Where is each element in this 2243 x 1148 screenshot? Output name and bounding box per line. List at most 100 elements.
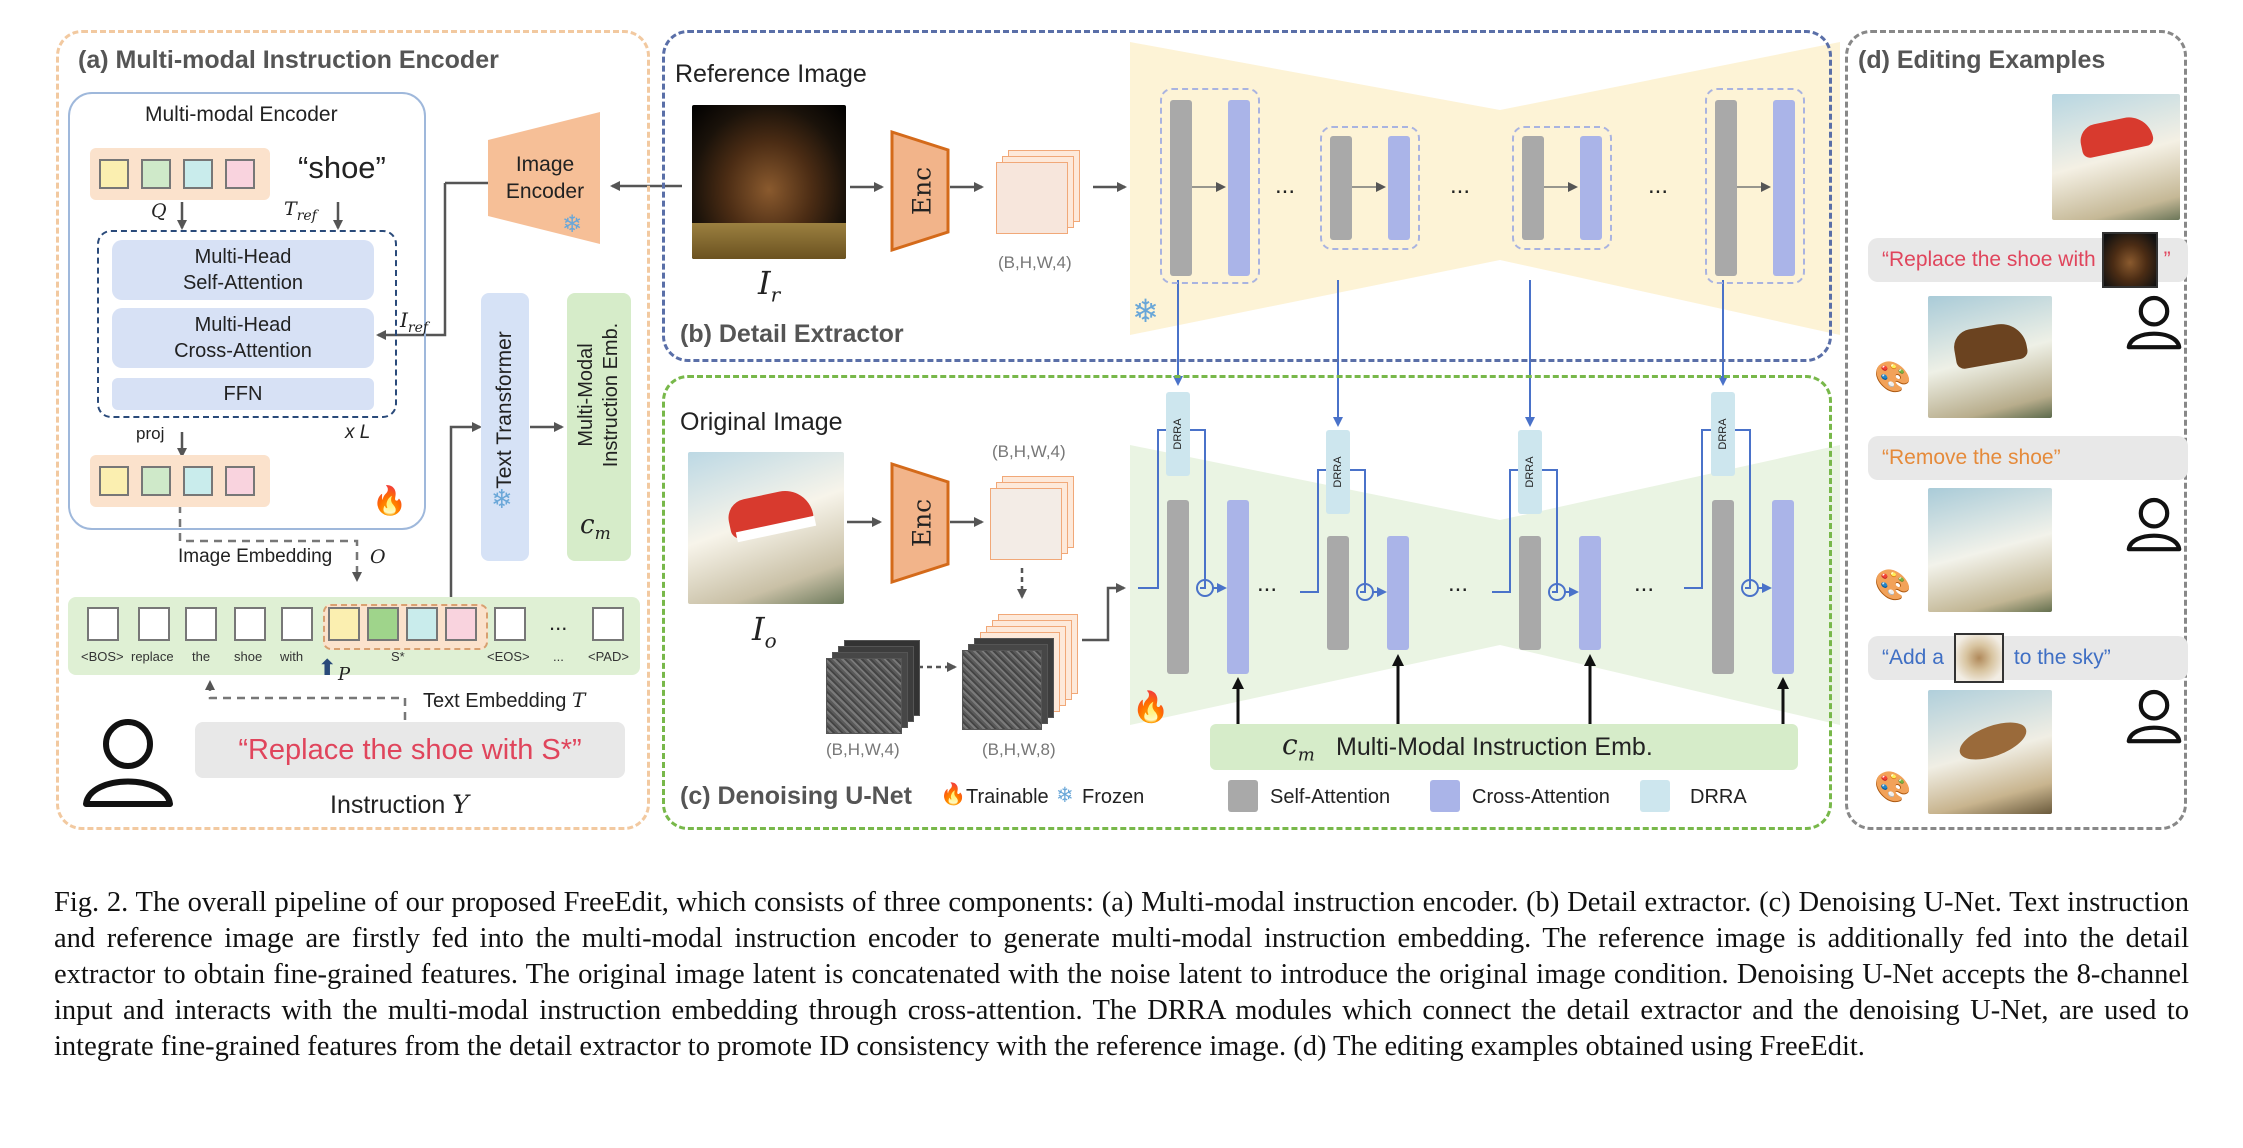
reference-image xyxy=(692,105,846,259)
token-shoe xyxy=(234,607,266,641)
original-image-label: Original Image xyxy=(680,408,843,436)
legend-swatch-drra xyxy=(1640,780,1670,812)
unet-self-attn-4 xyxy=(1712,500,1734,674)
instruction-bubble: “Replace the shoe with S*” xyxy=(195,722,625,778)
example-1-text-b: ” xyxy=(2163,248,2171,271)
panel-b-frame xyxy=(662,30,1832,362)
p-arrow-icon: ⬆ xyxy=(318,655,337,680)
cm-label-c: cm xyxy=(1282,728,1315,766)
legend-swatch-cross-attention xyxy=(1430,780,1460,812)
token-with xyxy=(281,607,313,641)
diagram-connectors xyxy=(177,42,1840,735)
extractor-group-3 xyxy=(1512,126,1612,250)
drra-block-3 xyxy=(1518,430,1542,514)
enc-trapezoid-b xyxy=(890,130,950,252)
q-label: Q xyxy=(151,200,167,222)
legend-swatch-self-attention xyxy=(1228,780,1258,812)
fire-icon: 🔥 xyxy=(372,485,407,516)
snowflake-icon: ❄ xyxy=(1132,293,1159,329)
output-token-1 xyxy=(99,466,129,496)
word-shoe: “shoe” xyxy=(298,150,386,185)
example-2-result xyxy=(1928,488,2052,612)
unet-dots-1: ... xyxy=(1257,570,1278,597)
example-source-image xyxy=(2052,94,2180,220)
token-label-eos: <EOS> xyxy=(487,649,530,664)
user-icon xyxy=(2126,497,2182,552)
latent-stack-b xyxy=(996,150,1080,234)
drra-block-4 xyxy=(1711,392,1735,476)
token-s-4 xyxy=(445,607,477,641)
token-the xyxy=(185,607,217,641)
drra-block-1 xyxy=(1166,392,1190,476)
concat-stack xyxy=(962,614,1086,736)
enc-trapezoid-c xyxy=(890,462,950,584)
token-pad xyxy=(592,607,624,641)
token-label-bos: <BOS> xyxy=(81,649,124,664)
drra-label-4: DRRA xyxy=(1717,418,1729,450)
extractor-dots-2: ... xyxy=(1450,172,1471,199)
snowflake-icon: ❄ xyxy=(491,484,513,514)
legend-trainable: Trainable xyxy=(966,786,1049,808)
example-3-bubble: “Add a to the sky” xyxy=(1868,633,2188,683)
example-3-bird-thumb xyxy=(1953,633,2004,683)
panel-d-frame xyxy=(1845,30,2187,830)
unet-self-attn-3 xyxy=(1519,536,1541,650)
figure-caption: Fig. 2. The overall pipeline of our prop… xyxy=(54,887,2189,1062)
unet-block-3-wires xyxy=(1492,469,1579,601)
example-2-bubble: “Remove the shoe” xyxy=(1868,436,2188,480)
extractor-group-4 xyxy=(1705,88,1805,284)
snowflake-icon: ❄ xyxy=(1056,784,1074,807)
drra-label-2: DRRA xyxy=(1332,456,1344,488)
example-1-ref-thumb xyxy=(2101,232,2158,288)
extractor-group-2 xyxy=(1320,126,1420,250)
example-1-result xyxy=(1928,296,2052,418)
palette-icon: 🎨 xyxy=(1874,569,1912,602)
image-encoder-label: Image Encoder xyxy=(505,153,585,203)
token-label-the: the xyxy=(192,649,211,664)
legend-frozen: Frozen xyxy=(1082,786,1145,808)
enc-label-c: Enc xyxy=(907,498,937,548)
image-embedding-label: Image Embedding xyxy=(178,546,333,567)
dims-label-noise: (B,H,W,4) xyxy=(826,740,900,759)
unet-self-attn-2 xyxy=(1327,536,1349,650)
extractor-cross-attn-4 xyxy=(1773,100,1795,276)
iref-label: Iref xyxy=(400,308,429,336)
text-embedding-label: Text Embedding T xyxy=(423,688,586,712)
token-label-s: S* xyxy=(391,649,405,664)
palette-icon: 🎨 xyxy=(1874,361,1912,394)
token-bos xyxy=(87,607,119,641)
panel-d-title: (d) Editing Examples xyxy=(1858,46,2106,74)
panel-b-title: (b) Detail Extractor xyxy=(680,320,904,348)
unet-shape xyxy=(1130,445,1840,725)
token-label-replace: replace xyxy=(131,649,174,664)
token-s-1 xyxy=(328,607,360,641)
mm-emb-label: Multi-Modal Instruction Emb. xyxy=(575,322,622,468)
token-s-2 xyxy=(367,607,399,641)
example-1-bubble: “Replace the shoe with ” xyxy=(1868,232,2188,288)
legend-self-attention: Self-Attention xyxy=(1270,786,1391,808)
fire-icon: 🔥 xyxy=(940,783,967,806)
unet-self-attn-1 xyxy=(1167,500,1189,674)
self-attention-block: Multi-Head Self-Attention xyxy=(112,240,374,300)
extractor-cross-attn-1 xyxy=(1228,100,1250,276)
tref-label: Tref xyxy=(284,198,317,224)
p-label: P xyxy=(338,664,351,685)
palette-icon: 🎨 xyxy=(1874,771,1912,804)
unet-cross-attn-4 xyxy=(1772,500,1794,674)
unet-cross-attn-2 xyxy=(1387,536,1409,650)
example-3-result xyxy=(1928,690,2052,814)
ffn-block: FFN xyxy=(112,378,374,410)
example-3-text-a: “Add a xyxy=(1882,646,1944,669)
query-token-1 xyxy=(99,159,129,189)
token-replace xyxy=(138,607,170,641)
unet-dots-2: ... xyxy=(1448,570,1469,597)
cm-bar xyxy=(1210,724,1798,770)
dims-label-concat: (B,H,W,8) xyxy=(982,740,1056,759)
mm-emb-box xyxy=(567,293,631,561)
extractor-group-1 xyxy=(1160,88,1260,284)
xl-label: x L xyxy=(345,422,371,443)
token-eos xyxy=(494,607,526,641)
panel-c-frame xyxy=(662,375,1832,830)
example-3-text-b: to the sky” xyxy=(2013,646,2111,669)
user-icon xyxy=(83,719,173,807)
